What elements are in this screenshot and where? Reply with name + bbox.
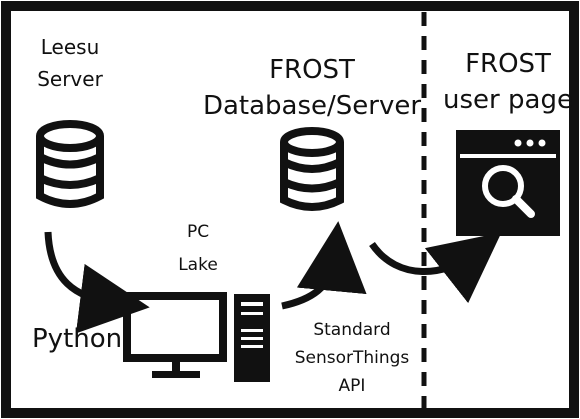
browser-search-icon xyxy=(456,130,560,236)
frost-db-label-1: FROST xyxy=(269,55,355,85)
curved-arrow xyxy=(281,221,367,310)
frost-user-label-1: FROST xyxy=(465,49,551,79)
tower-pc-icon xyxy=(234,294,270,382)
frost-db-label-2: Database/Server xyxy=(203,91,421,121)
curved-arrow xyxy=(44,231,150,334)
database-icon xyxy=(36,120,104,208)
curved-arrow xyxy=(369,232,502,304)
api-label-1: Standard xyxy=(313,320,390,340)
pc-lake-label-1: PC xyxy=(187,222,209,242)
pc-lake-label-2: Lake xyxy=(178,255,218,275)
api-label-3: API xyxy=(339,376,366,396)
python-label: Python xyxy=(32,324,122,354)
monitor-icon xyxy=(123,292,227,378)
leesu-server-label-2: Server xyxy=(37,67,103,91)
api-label-2: SensorThings xyxy=(295,348,410,368)
database-icon xyxy=(280,127,344,211)
frost-user-label-2: user page xyxy=(443,85,573,115)
leesu-server-label-1: Leesu xyxy=(41,35,100,59)
